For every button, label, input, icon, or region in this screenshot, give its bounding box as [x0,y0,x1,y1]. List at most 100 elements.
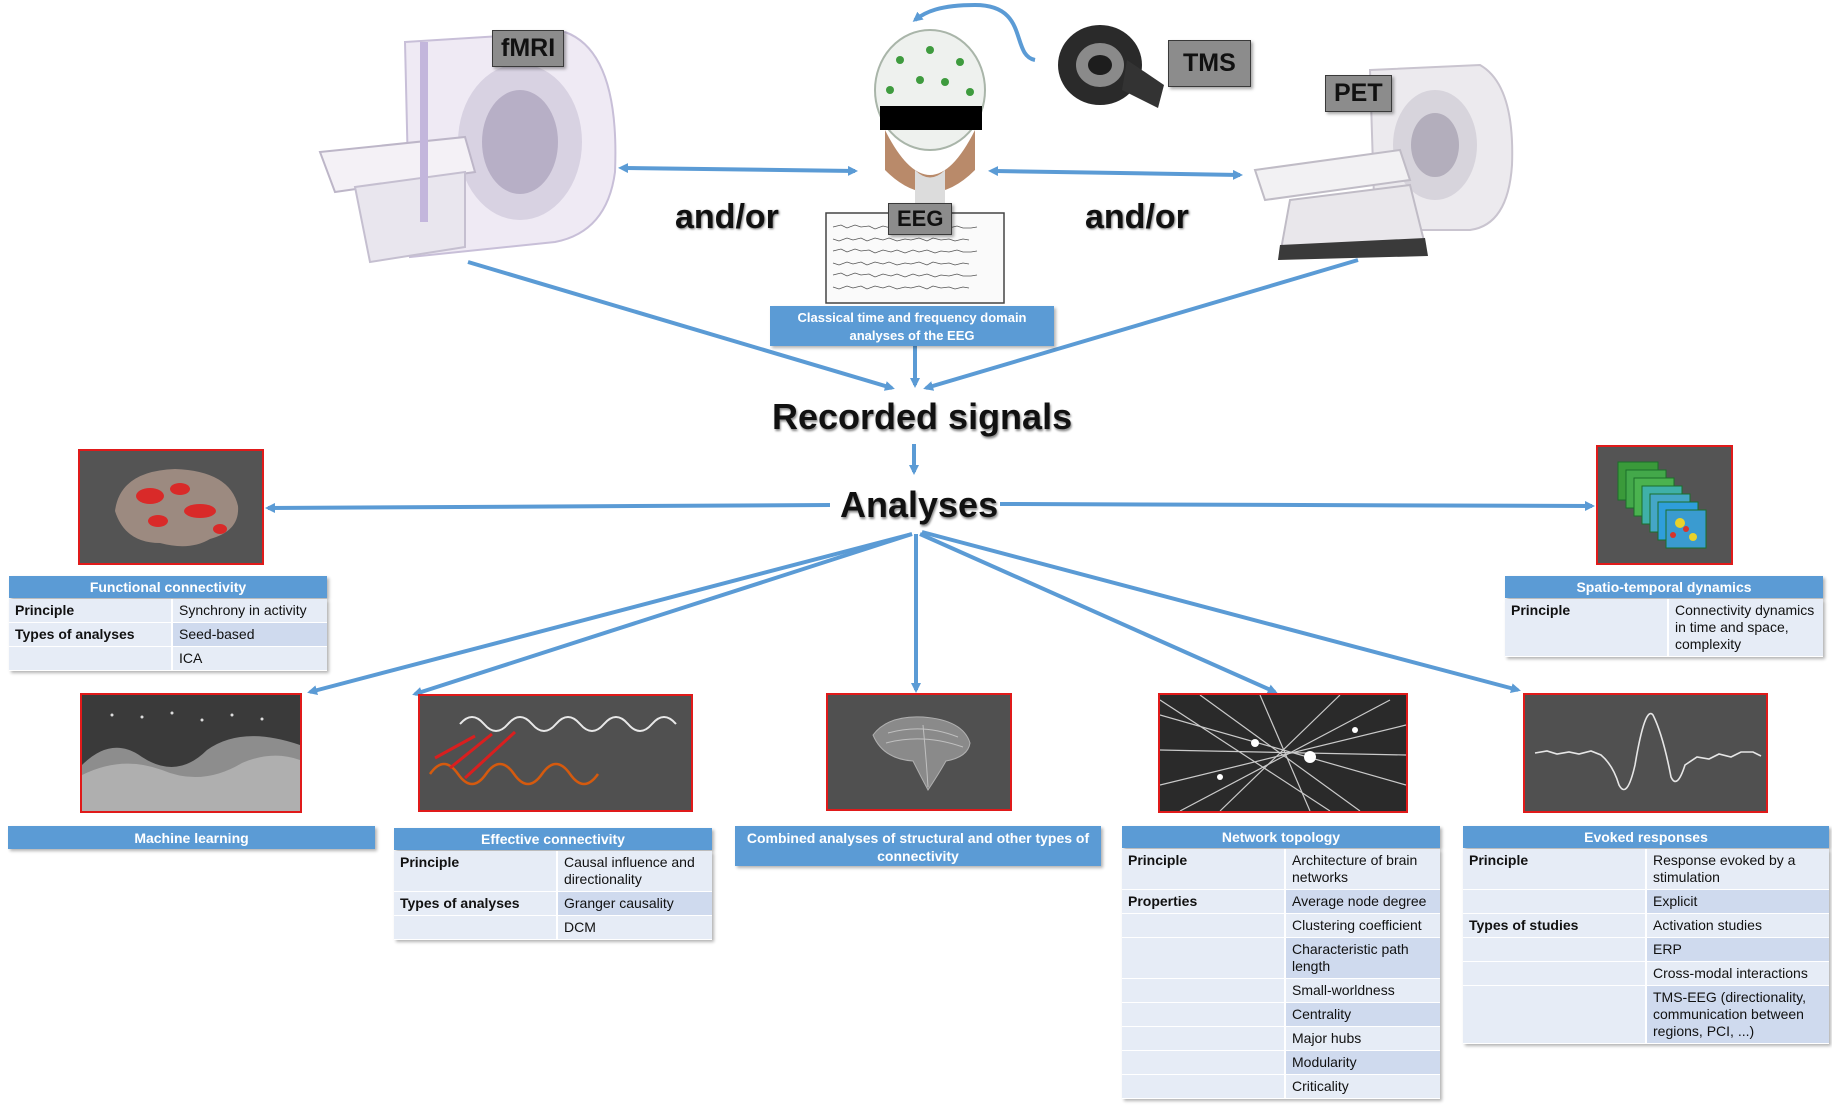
row-key: Principle [1505,599,1668,657]
row-key [9,646,172,671]
table-row: ERP [1463,937,1829,962]
row-value: Modularity [1284,1050,1440,1075]
row-value: DCM [556,915,712,940]
row-value: Architecture of brain networks [1284,849,1440,890]
to-spatiotemporal-arrow [999,500,1595,511]
table-row: Explicit [1463,889,1829,914]
row-value: Average node degree [1284,889,1440,914]
row-key: Types of analyses [9,622,172,647]
eeg-label: EEG [888,203,953,235]
row-key [1463,961,1646,986]
evoked-responses-title: Evoked responses [1463,826,1829,848]
machine-learning-title: Machine learning [8,826,375,849]
table-row: Centrality [1122,1002,1440,1027]
fmri-label: fMRI [492,30,565,67]
spatiotemporal-title: Spatio-temporal dynamics [1505,576,1823,598]
row-key: Principle [394,851,557,892]
table-row: Modularity [1122,1050,1440,1075]
fmri-scanner-image [318,30,617,264]
row-key [1122,978,1285,1003]
row-value: Criticality [1284,1074,1440,1099]
row-value: Causal influence and directionality [556,851,712,892]
table-row: Criticality [1122,1074,1440,1099]
machine-learning-image [80,693,302,813]
to-network-arrow [919,532,1278,694]
pet-label: PET [1325,75,1392,112]
row-value: Seed-based [171,622,327,647]
row-key: Properties [1122,889,1285,914]
row-key [394,915,557,940]
row-value: Cross-modal interactions [1645,961,1829,986]
spatiotemporal-maps-image [1596,445,1733,565]
row-value: Characteristic path length [1284,937,1440,979]
row-value: Centrality [1284,1002,1440,1027]
effective-connectivity-title: Effective connectivity [394,828,712,850]
table-row: Small-worldness [1122,978,1440,1003]
row-value: Clustering coefficient [1284,913,1440,938]
and-or-right: and/or [1085,198,1189,236]
row-key [1463,889,1646,914]
to-ml-arrow [307,532,913,696]
row-value: Synchrony in activity [171,599,327,623]
row-value: ICA [171,646,327,671]
row-key [1463,937,1646,962]
row-value: Small-worldness [1284,978,1440,1003]
row-value: Response evoked by a stimulation [1645,849,1829,890]
table-row: DCM [394,915,712,940]
tractography-image [826,693,1012,811]
brain-image [78,449,264,565]
row-key [1122,937,1285,979]
fmri-eeg-arrow [618,163,858,176]
evoked-response-image [1523,693,1768,813]
combined-analyses-title: Combined analyses of structural and othe… [735,826,1101,866]
table-row: Clustering coefficient [1122,913,1440,938]
eeg-pet-arrow [988,166,1243,180]
to-evoked-arrow [921,530,1521,694]
network-image [1158,693,1408,813]
row-value: Activation studies [1645,913,1829,938]
row-key [1122,1026,1285,1051]
table-row: Characteristic path length [1122,937,1440,979]
table-row: Cross-modal interactions [1463,961,1829,986]
to-functional-arrow [265,502,831,513]
row-key: Principle [1463,849,1646,890]
row-value: Explicit [1645,889,1829,914]
functional-connectivity-title: Functional connectivity [9,576,327,598]
eeg-cap-head-image [874,29,986,205]
row-value: ERP [1645,937,1829,962]
table-row: ICA [9,646,327,671]
eeg-classical-analyses-box: Classical time and frequency domain anal… [770,306,1054,346]
and-or-left: and/or [675,198,779,236]
row-key: Principle [1122,849,1285,890]
analyses-title: Analyses [840,484,999,525]
tms-coil-image [1058,25,1164,108]
effective-connectivity-image [418,694,693,812]
row-key [1122,913,1285,938]
pet-scanner-image [1253,63,1514,260]
row-value: Major hubs [1284,1026,1440,1051]
row-key: Types of analyses [394,891,557,916]
row-key: Types of studies [1463,913,1646,938]
to-effective-arrow [412,532,913,697]
row-key [1122,1050,1285,1075]
row-value: TMS-EEG (directionality, communication b… [1645,985,1829,1044]
recorded-signals-title: Recorded signals [772,396,1073,437]
row-key [1463,985,1646,1044]
row-key: Principle [9,599,172,623]
row-key [1122,1074,1285,1099]
row-value: Granger causality [556,891,712,916]
